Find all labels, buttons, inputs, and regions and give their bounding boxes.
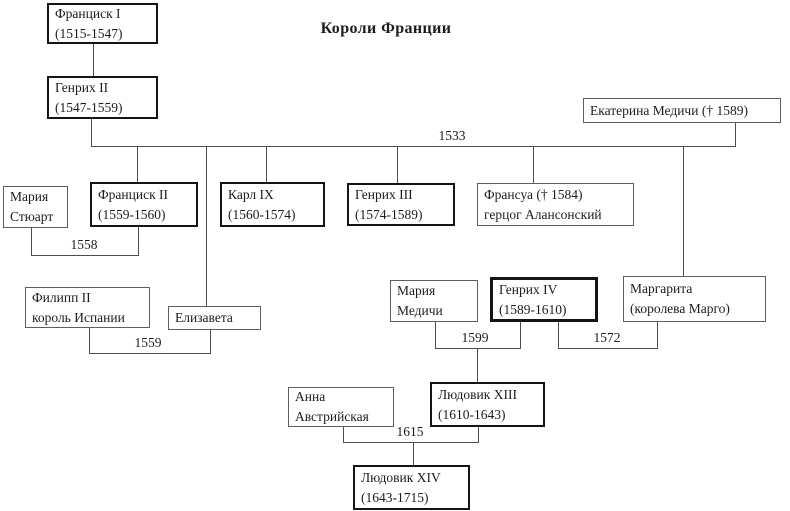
person-name2: Австрийская bbox=[295, 409, 369, 424]
connector-to-louis13 bbox=[477, 348, 478, 382]
person-title: (королева Марго) bbox=[630, 301, 730, 316]
marriage-line-1533 bbox=[91, 146, 736, 147]
person-name: Генрих III bbox=[355, 186, 413, 202]
person-box-francis1: Франциск I (1515-1547) bbox=[47, 3, 158, 44]
person-name2: Медичи bbox=[397, 303, 443, 318]
connector-henry2-marriage1533 bbox=[91, 119, 92, 146]
person-dates: (1547-1559) bbox=[55, 99, 123, 115]
person-name: Маргарита bbox=[630, 281, 693, 296]
connector-francis1-henry2 bbox=[93, 44, 94, 76]
connector-louis13-marriage1615 bbox=[478, 427, 479, 442]
connector-elizabeth-marriage1559 bbox=[210, 330, 211, 354]
diagram-title: Короли Франции bbox=[320, 20, 452, 37]
connector-to-francis2 bbox=[137, 146, 138, 182]
connector-philip2-marriage1559 bbox=[89, 328, 90, 354]
connector-francis2-marriage1558 bbox=[138, 227, 139, 256]
person-box-margarita: Маргарита (королева Марго) bbox=[623, 276, 766, 322]
marriage-line-1572 bbox=[558, 348, 658, 349]
person-dates: (1589-1610) bbox=[499, 301, 567, 317]
person-box-philip2: Филипп II король Испании bbox=[25, 287, 150, 328]
person-dates: (1515-1547) bbox=[55, 25, 123, 41]
person-name: Мария bbox=[397, 283, 436, 298]
marriage-year-1599: 1599 bbox=[461, 330, 489, 345]
person-name: Анна bbox=[295, 389, 326, 404]
marriage-line-1558 bbox=[31, 255, 139, 256]
marriage-year-1615: 1615 bbox=[396, 424, 424, 439]
person-dates: (1560-1574) bbox=[228, 206, 296, 222]
person-box-charles9: Карл IX (1560-1574) bbox=[220, 182, 325, 227]
person-name: Филипп II bbox=[32, 289, 91, 305]
person-name: Людовик XIII bbox=[438, 386, 517, 402]
connector-mariamedici-marriage1599 bbox=[435, 322, 436, 348]
connector-marystuart-marriage1558 bbox=[31, 228, 32, 256]
person-name: Генрих II bbox=[55, 79, 109, 95]
person-name: Карл IX bbox=[228, 186, 274, 202]
person-box-francis2: Франциск II (1559-1560) bbox=[90, 182, 198, 227]
person-title: король Испании bbox=[32, 309, 125, 325]
person-name: Мария bbox=[10, 189, 49, 204]
marriage-year-1572: 1572 bbox=[593, 330, 621, 345]
person-box-henry4: Генрих IV (1589-1610) bbox=[490, 277, 598, 322]
person-name: Елизавета bbox=[175, 310, 233, 325]
person-box-anna: Анна Австрийская bbox=[288, 387, 394, 427]
person-name: Людовик XIV bbox=[361, 469, 441, 485]
marriage-year-1558: 1558 bbox=[70, 237, 98, 252]
connector-to-francois bbox=[533, 146, 534, 183]
person-box-louis13: Людовик XIII (1610-1643) bbox=[430, 382, 545, 427]
connector-to-henry3 bbox=[397, 146, 398, 183]
marriage-line-1599 bbox=[435, 348, 521, 349]
marriage-year-1533: 1533 bbox=[438, 128, 466, 143]
person-box-elizabeth: Елизавета bbox=[168, 306, 261, 330]
connector-anna-marriage1615 bbox=[343, 427, 344, 442]
person-name2: Стюарт bbox=[10, 209, 54, 224]
person-box-henry2: Генрих II (1547-1559) bbox=[47, 76, 158, 119]
person-box-catherine: Екатерина Медичи († 1589) bbox=[583, 98, 781, 123]
person-title: герцог Алансонский bbox=[484, 206, 602, 222]
marriage-line-1615 bbox=[343, 442, 479, 443]
person-dates: (1610-1643) bbox=[438, 406, 506, 422]
person-dates: (1574-1589) bbox=[355, 206, 423, 222]
person-name: Генрих IV bbox=[499, 281, 558, 297]
connector-to-margarita bbox=[683, 146, 684, 276]
person-dates: (1559-1560) bbox=[98, 206, 166, 222]
person-box-louis14: Людовик XIV (1643-1715) bbox=[353, 465, 470, 510]
connector-to-elizabeth bbox=[206, 146, 207, 306]
marriage-year-1559: 1559 bbox=[134, 335, 162, 350]
connector-catherine-marriage1533 bbox=[735, 123, 736, 146]
person-name: Екатерина Медичи († 1589) bbox=[590, 102, 748, 118]
marriage-line-1559 bbox=[89, 353, 211, 354]
person-dates: (1643-1715) bbox=[361, 489, 429, 505]
person-box-francois: Франсуа († 1584) герцог Алансонский bbox=[477, 183, 634, 226]
person-name: Франсуа († 1584) bbox=[484, 186, 583, 202]
person-box-maria-medici: Мария Медичи bbox=[390, 280, 478, 322]
person-box-henry3: Генрих III (1574-1589) bbox=[347, 183, 455, 226]
connector-henry4-marriage1599 bbox=[520, 322, 521, 348]
person-name: Франциск I bbox=[55, 5, 121, 21]
connector-to-charles9 bbox=[266, 146, 267, 182]
connector-to-louis14 bbox=[413, 442, 414, 465]
person-name: Франциск II bbox=[98, 186, 168, 202]
connector-henry4-marriage1572 bbox=[558, 322, 559, 348]
person-box-mary-stuart: Мария Стюарт bbox=[3, 186, 68, 228]
connector-margarita-marriage1572 bbox=[657, 322, 658, 348]
